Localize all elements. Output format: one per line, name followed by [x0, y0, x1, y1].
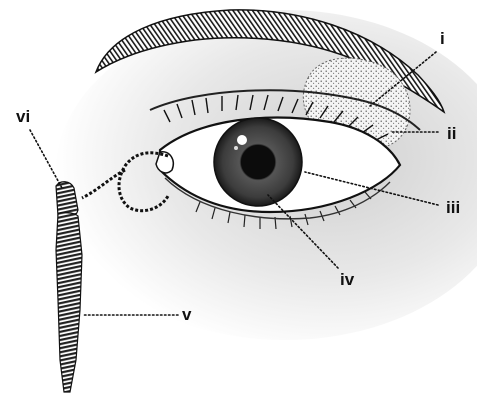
- pupil: [241, 145, 275, 179]
- eye-highlight: [237, 135, 247, 145]
- lacrimal-caruncle: [156, 152, 173, 173]
- label-iii: iii: [446, 198, 460, 217]
- label-ii: ii: [447, 124, 456, 143]
- label-i: i: [440, 29, 445, 48]
- nasolacrimal-duct: [56, 213, 82, 392]
- eye-highlight-small: [234, 146, 238, 150]
- label-iv: iv: [340, 270, 355, 289]
- label-vi: vi: [16, 107, 30, 126]
- label-v: v: [182, 305, 192, 324]
